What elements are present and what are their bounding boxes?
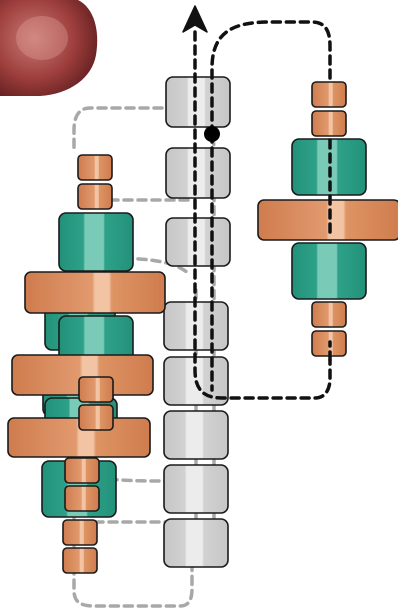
small-orange-bead xyxy=(64,457,100,484)
small-orange-bead xyxy=(78,376,114,403)
fingertip-photo xyxy=(0,0,100,96)
connector-path-outer-left xyxy=(72,298,194,608)
small-orange-bead xyxy=(311,110,347,137)
threading-path-loop xyxy=(210,20,332,136)
small-orange-bead xyxy=(77,154,113,181)
large-orange-bead xyxy=(24,271,166,314)
threading-path-main xyxy=(193,30,332,400)
arrow-up-icon xyxy=(182,5,208,33)
connector-path-top-loop xyxy=(72,106,192,152)
small-orange-bead xyxy=(311,81,347,108)
small-orange-bead xyxy=(77,183,113,210)
gray-bead xyxy=(165,147,231,199)
small-orange-bead xyxy=(62,519,98,546)
right-bead-stack xyxy=(257,81,398,357)
small-orange-bead xyxy=(311,301,347,328)
small-orange-bead xyxy=(64,485,100,512)
gray-bead-column xyxy=(163,76,231,568)
gray-bead xyxy=(163,518,229,568)
large-orange-bead xyxy=(257,199,398,241)
gray-bead xyxy=(163,464,229,514)
threading-path xyxy=(193,20,332,400)
teal-bead xyxy=(58,212,134,272)
connector-path-left-mid-2 xyxy=(108,256,192,277)
small-orange-bead xyxy=(78,404,114,431)
gray-bead xyxy=(165,217,231,267)
start-point-icon xyxy=(204,126,220,142)
gray-bead xyxy=(163,410,229,460)
small-orange-bead xyxy=(62,547,98,574)
teal-bead xyxy=(291,242,367,300)
gray-bead xyxy=(165,76,231,128)
left-bead-stack xyxy=(7,154,166,574)
